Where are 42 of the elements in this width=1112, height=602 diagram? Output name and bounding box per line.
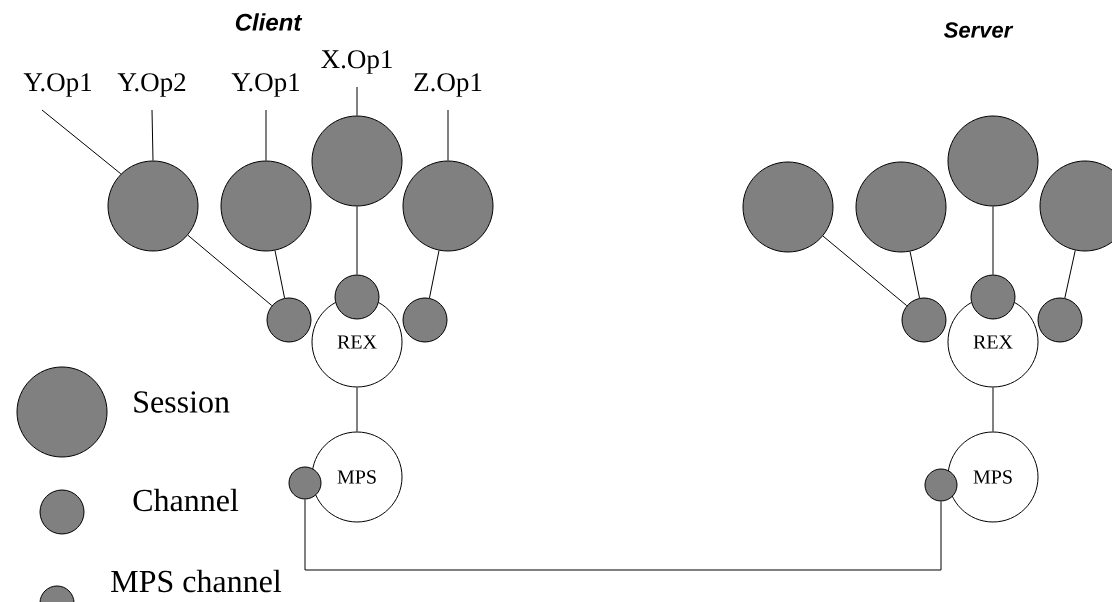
session-circle [947, 115, 1039, 207]
connector-line [1064, 249, 1076, 299]
connector-line [992, 387, 994, 432]
connector-line [274, 250, 286, 299]
connector-line [992, 206, 994, 275]
connector-line [356, 206, 358, 275]
connector-line [356, 387, 358, 432]
session-circle [742, 161, 834, 253]
session-circle [1039, 160, 1112, 252]
heading: Server [944, 22, 1014, 38]
connector-line [187, 234, 273, 307]
channel-circle [970, 274, 1016, 320]
connector-line [447, 109, 449, 161]
connector-line [428, 250, 440, 299]
legend-label: Channel [133, 488, 239, 512]
channel-circle [1037, 297, 1083, 343]
legend-label: MPS channel [111, 569, 282, 593]
connector-line [822, 235, 908, 307]
session-circle [107, 160, 199, 252]
connector-line [356, 86, 358, 116]
legend-label: Session [134, 391, 230, 413]
connector-line [304, 499, 942, 571]
operation-label: Y.Op2 [117, 73, 186, 97]
session-circle [402, 160, 494, 252]
session-circle [855, 161, 947, 253]
operation-label: Z.Op1 [414, 73, 482, 97]
channel-circle [901, 297, 947, 343]
connector-line [151, 109, 154, 161]
channel-circle [334, 274, 380, 320]
mps-channel-circle [924, 468, 958, 502]
operation-label: Y.Op1 [23, 73, 92, 97]
connector-line [909, 251, 920, 299]
heading: Client [235, 13, 303, 31]
session-circle [311, 115, 403, 207]
operation-label: X.Op1 [321, 50, 392, 74]
mps-channel-circle [288, 466, 322, 500]
session-circle [220, 160, 312, 252]
connector-line [41, 109, 122, 175]
operation-label: Y.Op1 [231, 73, 300, 97]
channel-circle [402, 297, 448, 343]
channel-circle [266, 297, 312, 343]
connector-line [265, 109, 267, 161]
